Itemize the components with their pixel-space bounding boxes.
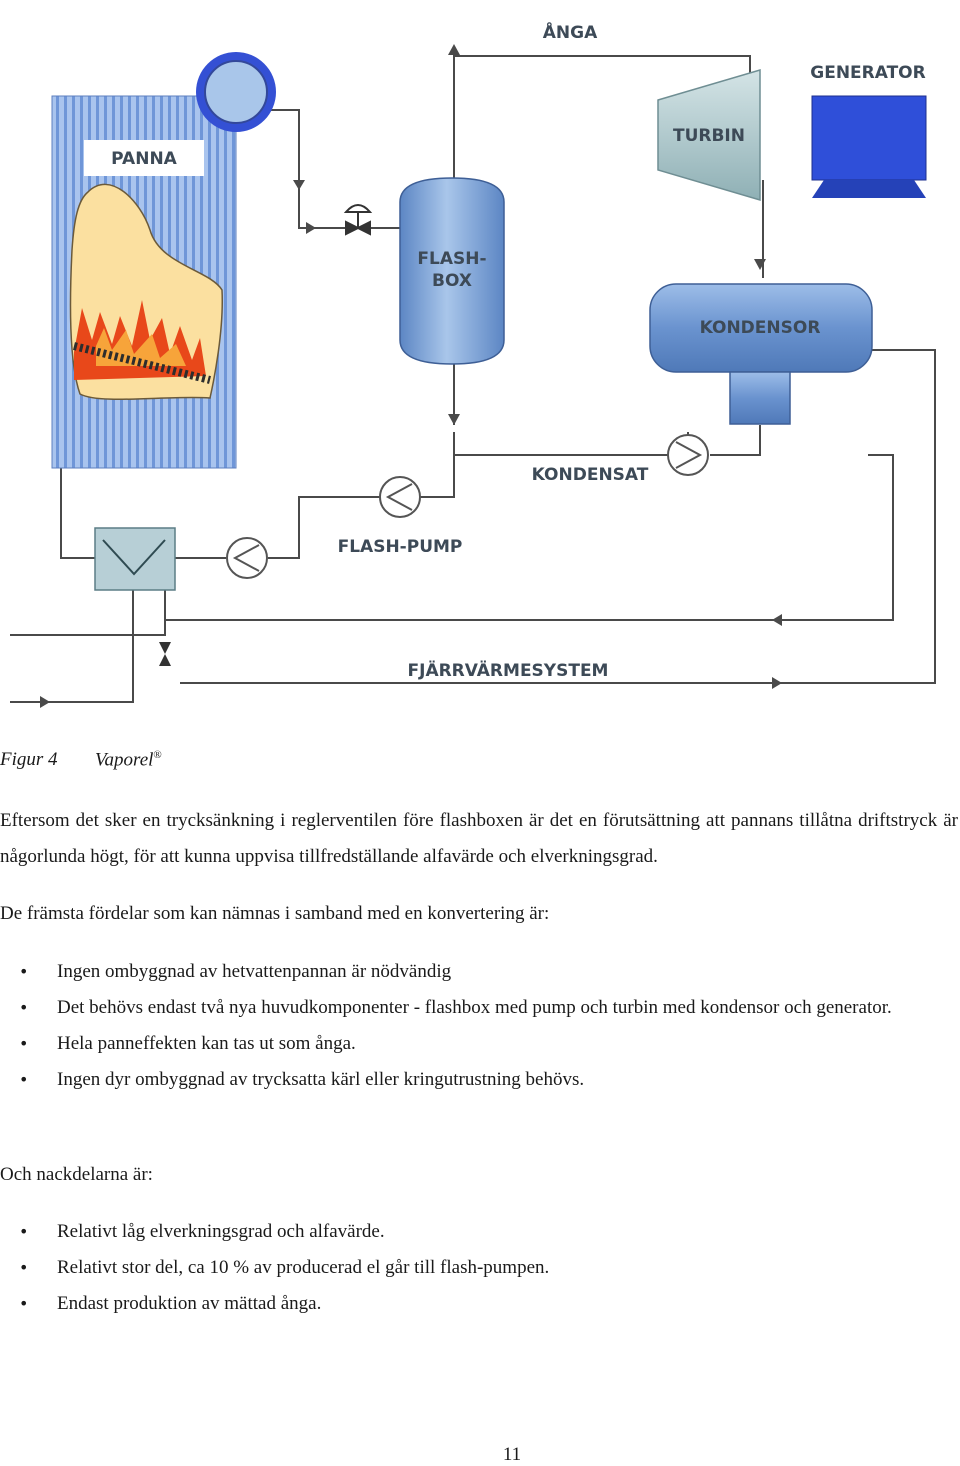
paragraph-disadvantages-intro: Och nackdelarna är: bbox=[0, 1164, 153, 1185]
list-item: •Relativt stor del, ca 10 % av producera… bbox=[19, 1257, 550, 1278]
paragraph-advantages-intro: De främsta fördelar som kan nämnas i sam… bbox=[0, 903, 550, 924]
anga-label: ÅNGA bbox=[543, 20, 598, 43]
fjarrvarme-label: FJÄRRVÄRMESYSTEM bbox=[408, 659, 609, 681]
heat-exchanger bbox=[94, 527, 176, 591]
generator-label: GENERATOR bbox=[810, 63, 925, 83]
figure-caption: Figur 4 Vaporel® bbox=[0, 749, 162, 771]
flashbox-label-2: BOX bbox=[432, 271, 472, 291]
grate bbox=[73, 342, 211, 384]
kondensor-label: KONDENSOR bbox=[700, 318, 821, 338]
pipes bbox=[10, 55, 936, 703]
list-item: •Ingen ombyggnad av hetvattenpannan är n… bbox=[19, 961, 452, 982]
flashbox-label-1: FLASH- bbox=[417, 249, 486, 269]
list-item: •Det behövs endast två nya huvudkomponen… bbox=[19, 997, 892, 1018]
advantages-list: •Ingen ombyggnad av hetvattenpannan är n… bbox=[0, 954, 958, 1098]
kondensor: KONDENSOR bbox=[649, 283, 873, 425]
generator: GENERATOR bbox=[810, 63, 927, 198]
flashbox: FLASH- BOX bbox=[399, 177, 505, 365]
flash-pump-label: FLASH-PUMP bbox=[338, 537, 463, 557]
turbin-label: TURBIN bbox=[673, 126, 745, 146]
paragraph-pressure: Eftersom det sker en trycksänkning i reg… bbox=[0, 810, 958, 867]
flash-pump bbox=[379, 476, 421, 518]
panna-boiler: PANNA bbox=[51, 95, 237, 469]
panna-label: PANNA bbox=[111, 149, 178, 169]
control-valve bbox=[343, 204, 373, 236]
lower-valve bbox=[159, 642, 171, 666]
kondensat-pump bbox=[667, 434, 709, 476]
figure-number: Figur 4 bbox=[0, 749, 58, 771]
list-item: •Hela panneffekten kan tas ut som ånga. bbox=[19, 1033, 356, 1054]
disadvantages-list: •Relativt låg elverkningsgrad och alfavä… bbox=[0, 1214, 958, 1322]
circulation-pump bbox=[226, 537, 268, 579]
kondensat-label: KONDENSAT bbox=[532, 465, 649, 485]
list-item: •Relativt låg elverkningsgrad och alfavä… bbox=[19, 1221, 385, 1242]
figure-title: Vaporel bbox=[95, 749, 154, 771]
turbine: TURBIN bbox=[657, 68, 761, 202]
flow-arrows bbox=[40, 44, 782, 708]
steam-drum bbox=[196, 52, 276, 132]
flames bbox=[74, 300, 206, 380]
registered-mark: ® bbox=[153, 749, 162, 761]
vaporel-diagram: PANNA FLASH- BOX TURBIN GENERATOR ÅNGA bbox=[10, 20, 936, 708]
list-item: •Ingen dyr ombyggnad av trycksatta kärl … bbox=[19, 1069, 585, 1090]
list-item: •Endast produktion av mättad ånga. bbox=[19, 1293, 322, 1314]
page-number: 11 bbox=[502, 1444, 522, 1465]
